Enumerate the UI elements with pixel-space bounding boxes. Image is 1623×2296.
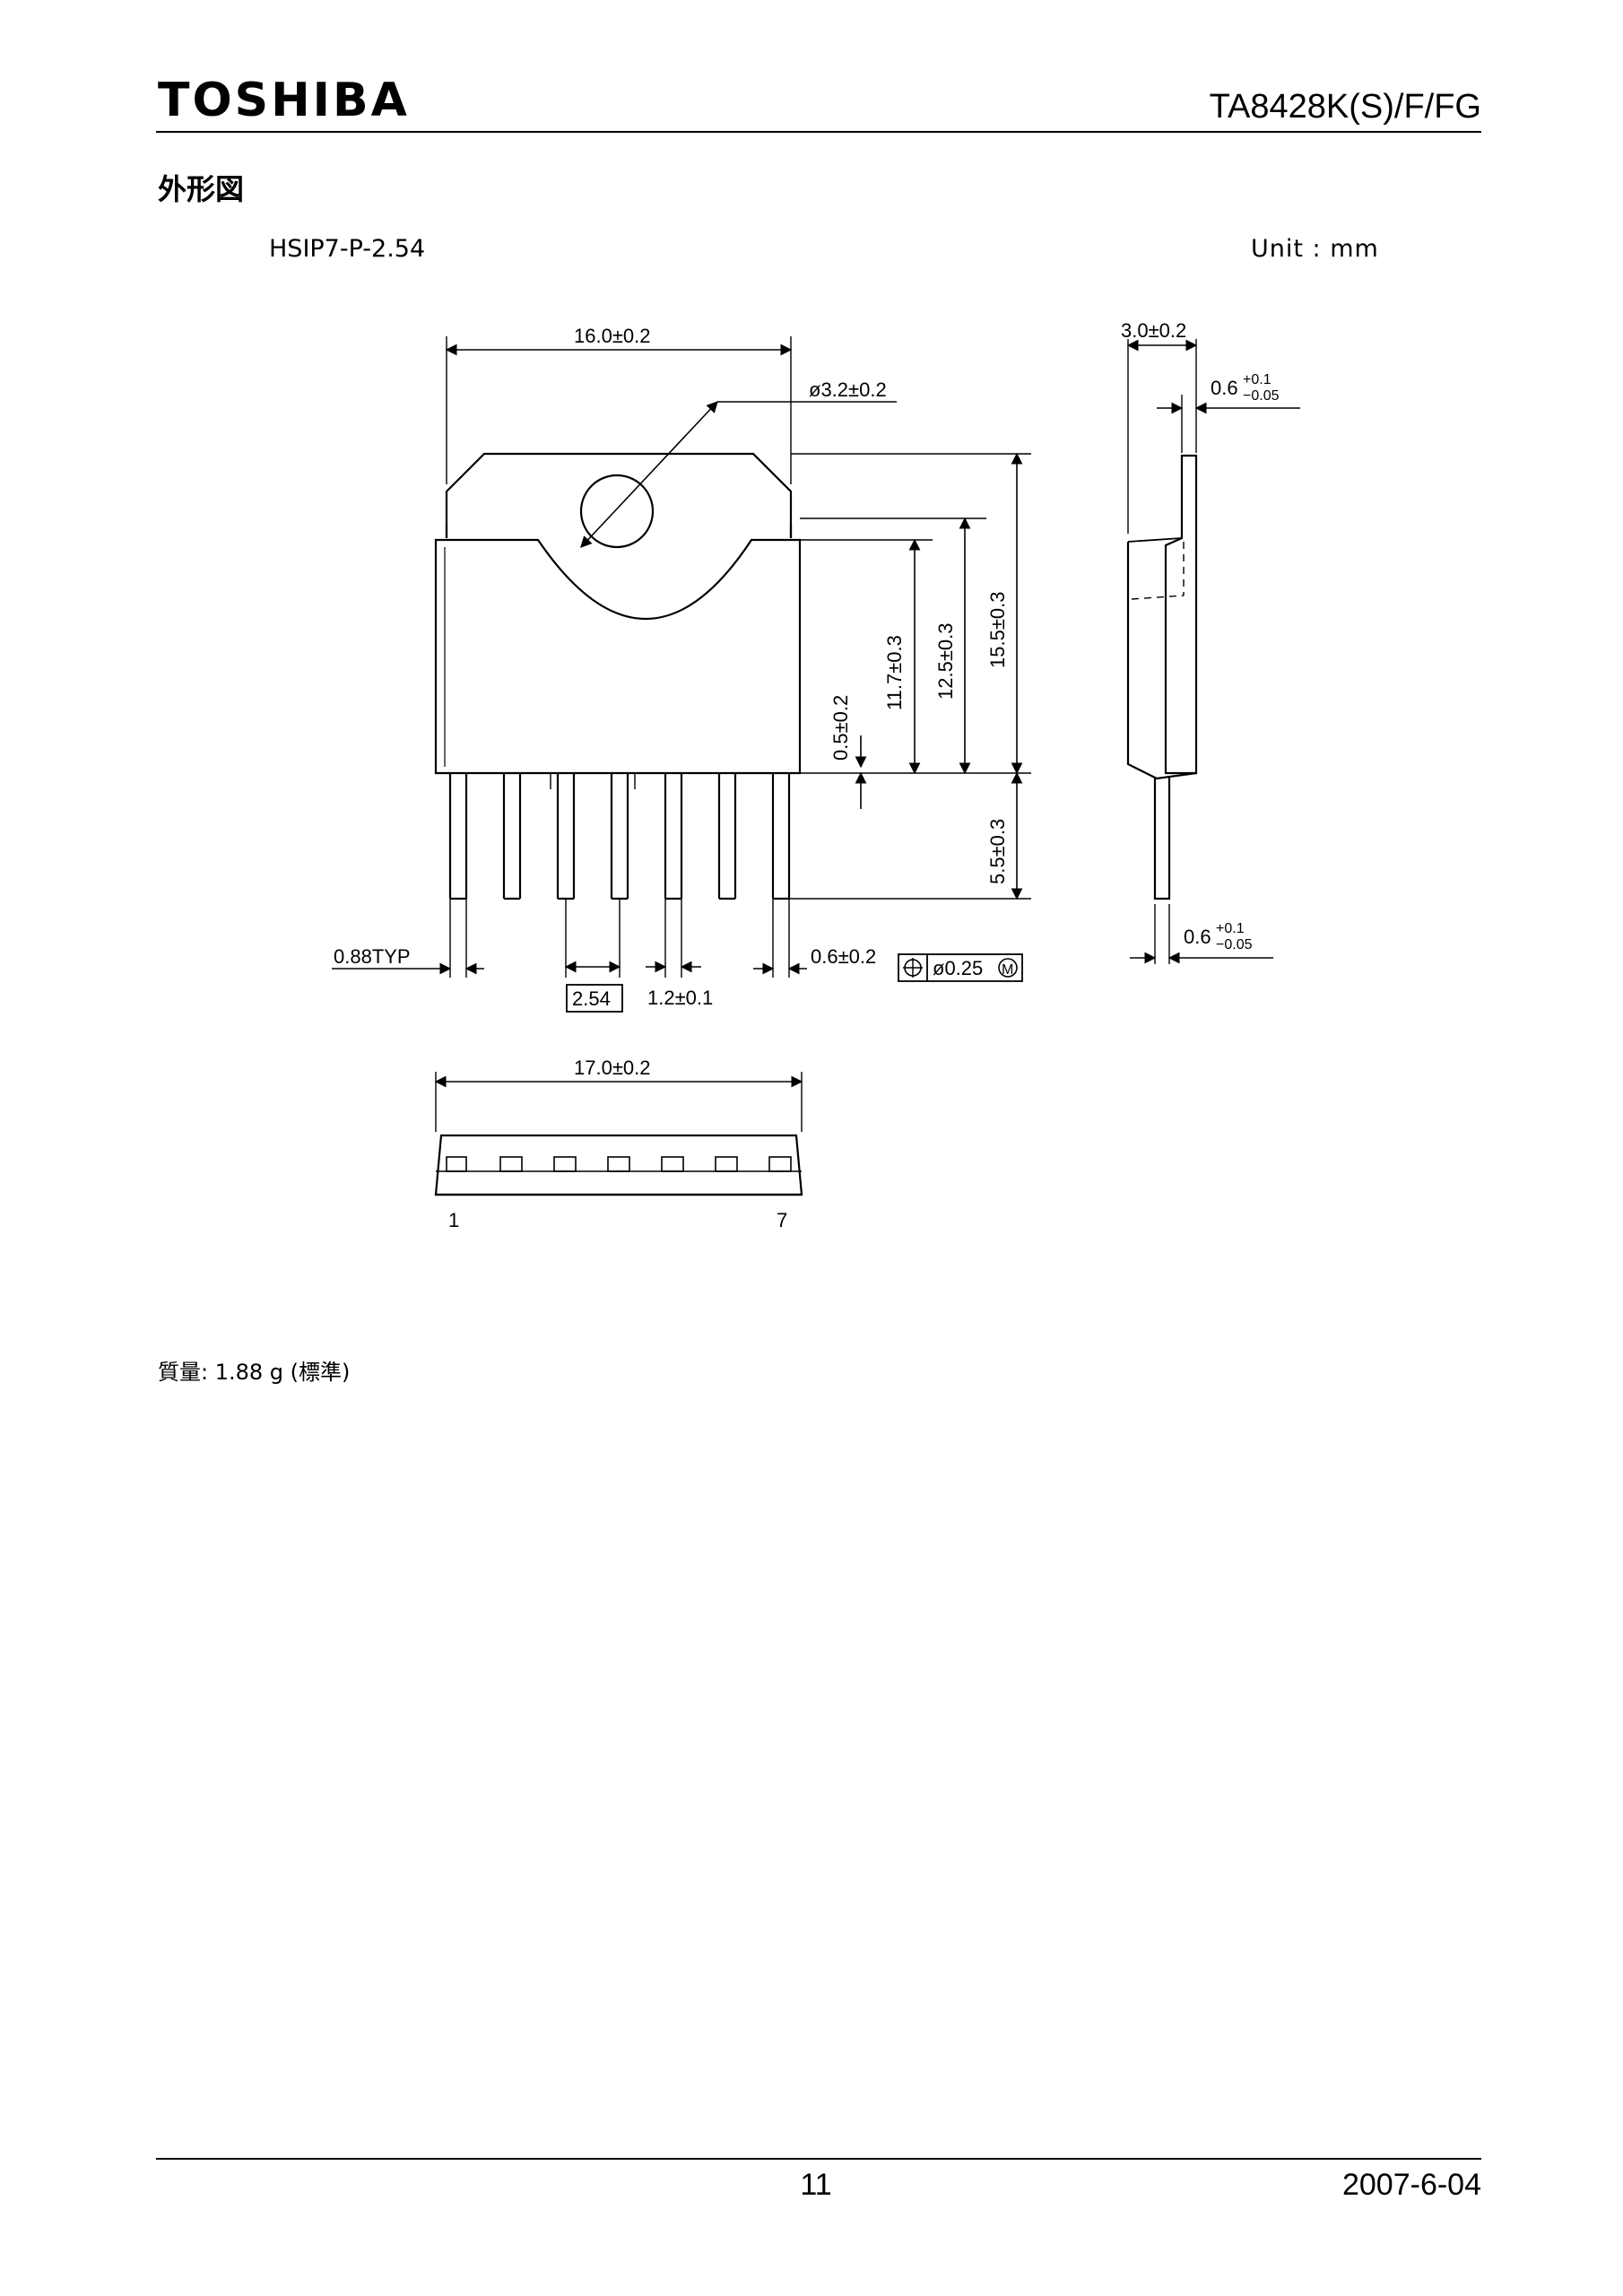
mmc-symbol: M: [1002, 962, 1013, 978]
package-outline-drawing: 16.0±0.2 ø3.2±0.2 3.0±0.2 0.6 +0.1 −0.05…: [332, 319, 1300, 1231]
footer-rule: [156, 2158, 1481, 2160]
dim-lead-offset: 0.5±0.2: [829, 695, 852, 761]
dim-hole-diameter: ø3.2±0.2: [809, 378, 887, 401]
bottom-view: [434, 1134, 803, 1196]
pin-first-label: 1: [448, 1209, 459, 1231]
section-title: 外形図: [158, 172, 245, 206]
dim-pin-spacing: 1.2±0.1: [647, 987, 713, 1009]
front-view-leads: [448, 773, 791, 900]
dim-pitch: 2.54: [572, 987, 611, 1010]
front-view-body: [434, 538, 802, 775]
dim-tab-tol-minus: −0.05: [1243, 388, 1280, 404]
dim-height-body: 11.7±0.3: [883, 635, 906, 710]
document-date: 2007-6-04: [1341, 2168, 1481, 2202]
pin-last-label: 7: [777, 1209, 787, 1231]
part-number: TA8428K(S)/F/FG: [1209, 88, 1481, 126]
dim-height-tab: 12.5±0.3: [934, 623, 957, 700]
page-number: 11: [800, 2168, 832, 2202]
dim-lead-tol-minus: −0.05: [1216, 937, 1253, 952]
dim-position-tolerance: ø0.25: [933, 957, 983, 979]
header-rule: [156, 131, 1481, 133]
side-view: [1126, 454, 1198, 900]
dim-thickness: 3.0±0.2: [1121, 319, 1186, 342]
dim-lead-tol-plus: +0.1: [1216, 921, 1245, 936]
dim-tab-tol-plus: +0.1: [1243, 372, 1271, 387]
dim-lead-typ: 0.88TYP: [334, 945, 411, 968]
dim-lead-thickness: 0.6: [1184, 926, 1211, 948]
dim-lead-width: 0.6±0.2: [811, 945, 876, 968]
dim-tab-thickness: 0.6: [1211, 377, 1238, 399]
dim-lead-length: 5.5±0.3: [986, 819, 1009, 884]
dim-width-top: 16.0±0.2: [574, 325, 650, 347]
dim-bottom-width: 17.0±0.2: [574, 1057, 650, 1079]
mass-note: 質量: 1.88 g (標準): [158, 1360, 351, 1385]
package-code: HSIP7-P-2.54: [269, 235, 426, 263]
front-view-tab: [445, 452, 793, 538]
unit-label: Unit : mm: [1251, 235, 1379, 263]
toshiba-logo: TOSHIBA: [158, 74, 410, 127]
dim-height-total: 15.5±0.3: [986, 592, 1009, 668]
